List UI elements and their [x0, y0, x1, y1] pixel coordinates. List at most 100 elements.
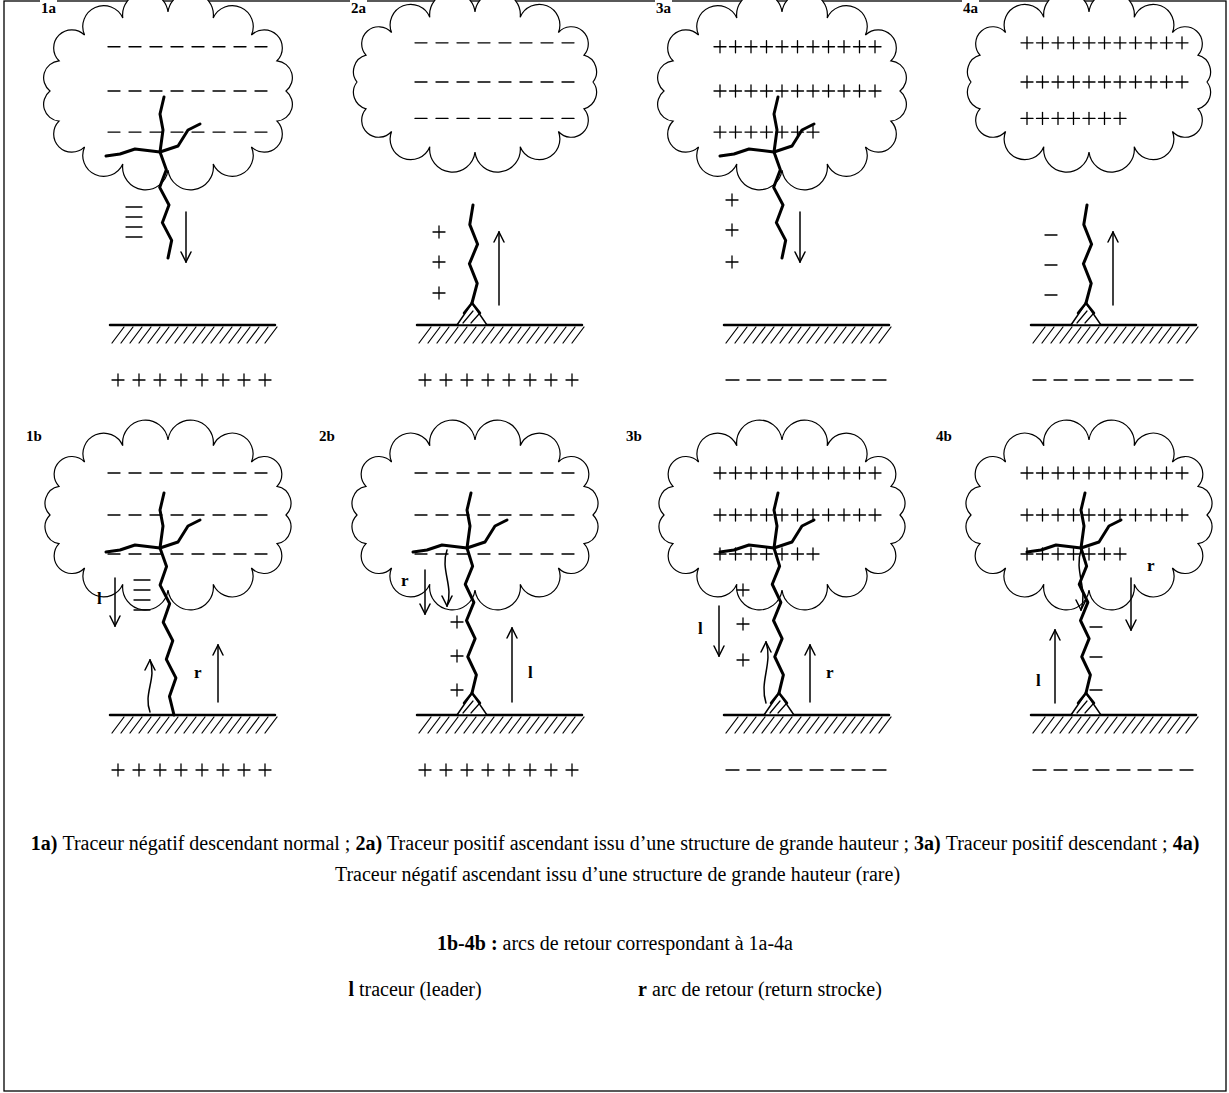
arrow-head: [1055, 630, 1060, 640]
cloud-outline: [659, 420, 905, 610]
negative-charge: [126, 226, 142, 227]
positive-charge: [719, 41, 720, 53]
negative-charge: [1180, 769, 1193, 770]
positive-charge: [222, 374, 223, 386]
positive-charge: [874, 467, 875, 479]
positive-charge: [1135, 467, 1136, 479]
positive-charge: [843, 467, 844, 479]
positive-charge: [1104, 509, 1105, 521]
positive-charge: [859, 509, 860, 521]
positive-charge: [1073, 548, 1074, 560]
negative-charge: [436, 514, 448, 515]
positive-charge: [812, 41, 813, 53]
caption-key: 2a): [355, 832, 382, 854]
negative-charge: [562, 118, 574, 119]
positive-charge: [138, 374, 139, 386]
negative-charge: [129, 46, 141, 47]
positive-charge: [731, 194, 732, 206]
structure-hatching: [778, 704, 786, 713]
negative-charge: [255, 90, 267, 91]
leader-branch: [467, 520, 507, 548]
negative-charge: [213, 514, 225, 515]
positive-charge: [487, 764, 488, 776]
positive-charge: [742, 584, 743, 596]
negative-charge: [129, 514, 141, 515]
negative-charge: [192, 131, 204, 132]
cloud-outline: [353, 0, 596, 172]
leader-branch: [106, 545, 160, 552]
leader-channel: [464, 303, 472, 313]
positive-charge: [1088, 112, 1089, 124]
leader-branch: [774, 124, 814, 152]
negative-charge: [129, 131, 141, 132]
positive-charge: [1104, 467, 1105, 479]
positive-charge: [466, 374, 467, 386]
positive-charge: [797, 467, 798, 479]
caption-block: r​arc de retour (return strocke)​: [560, 974, 960, 1005]
arrow-head: [1131, 620, 1136, 630]
ground-line: [110, 714, 275, 717]
leader-branch: [1081, 493, 1085, 548]
positive-charge: [1181, 37, 1182, 49]
negative-charge: [852, 769, 865, 770]
arrow-head: [1126, 620, 1131, 630]
leader-channel: [469, 205, 477, 303]
positive-charge: [766, 126, 767, 138]
negative-charge: [108, 90, 120, 91]
arrow-head: [420, 604, 425, 614]
positive-charge: [138, 764, 139, 776]
negative-charge: [873, 769, 886, 770]
negative-charge: [234, 131, 246, 132]
negative-charge: [171, 553, 183, 554]
positive-charge: [1088, 37, 1089, 49]
leader-branch: [774, 493, 778, 548]
caption-text: Traceur positif ascendant issu d’une str…: [387, 832, 909, 854]
negative-charge: [415, 472, 427, 473]
positive-charge: [812, 467, 813, 479]
arrow-head: [1050, 630, 1055, 640]
leader-branch: [160, 520, 200, 548]
direction-arrow: [809, 645, 811, 702]
positive-charge: [1057, 112, 1058, 124]
leader-branch: [106, 149, 160, 156]
positive-charge: [1042, 37, 1043, 49]
positive-charge: [843, 509, 844, 521]
curved-arrow: [148, 660, 152, 712]
leader-channel: [160, 152, 172, 258]
negative-charge: [134, 589, 150, 590]
negative-charge: [415, 81, 427, 82]
negative-charge: [562, 514, 574, 515]
positive-charge: [1057, 509, 1058, 521]
positive-charge: [243, 374, 244, 386]
negative-charge: [1045, 294, 1057, 295]
negative-charge: [234, 553, 246, 554]
direction-arrow: [799, 212, 801, 262]
positive-charge: [1088, 548, 1089, 560]
leader-channel: [1083, 205, 1091, 303]
leader-branch: [160, 97, 164, 152]
positive-charge: [456, 616, 457, 628]
tall-structure: [764, 693, 794, 715]
leader-branch: [467, 493, 471, 548]
ground-line: [724, 714, 889, 717]
ground-line: [417, 324, 582, 327]
negative-charge: [562, 42, 574, 43]
positive-charge: [1073, 37, 1074, 49]
leader-channel: [464, 693, 472, 703]
positive-charge: [797, 509, 798, 521]
positive-charge: [797, 41, 798, 53]
panel-number: 4b: [935, 428, 953, 444]
direction-arrow: [1112, 232, 1114, 305]
leader-branch: [160, 124, 200, 152]
panel-number: 4a: [962, 0, 979, 16]
positive-charge: [828, 41, 829, 53]
positive-charge: [812, 85, 813, 97]
caption-text: Traceur négatif ascendant issu d’une str…: [335, 863, 900, 885]
negative-charge: [255, 514, 267, 515]
positive-charge: [874, 41, 875, 53]
arrow-head: [766, 642, 771, 652]
positive-charge: [1026, 37, 1027, 49]
caption-text: Traceur positif descendant ;: [946, 832, 1168, 854]
positive-charge: [180, 374, 181, 386]
negative-charge: [415, 514, 427, 515]
